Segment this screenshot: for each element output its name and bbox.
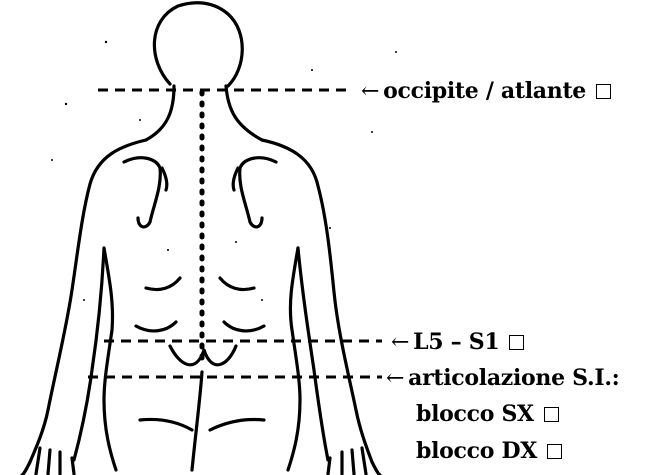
si-text: articolazione S.I.:	[408, 365, 619, 391]
l5s1-text: L5 – S1	[413, 329, 499, 355]
scapula-right-edge	[233, 168, 238, 190]
buttock-left	[140, 419, 192, 430]
right-arm-outline	[262, 140, 372, 462]
occipite-atlante-label: ←occipite / atlante	[361, 80, 611, 103]
right-arm-inner	[298, 248, 328, 460]
l5-s1-label: ←L5 – S1	[391, 331, 524, 354]
blocco-dx-checkbox[interactable]	[547, 444, 562, 459]
left-arm-inner	[74, 248, 104, 460]
occipite-checkbox[interactable]	[596, 84, 611, 99]
head-outline	[154, 3, 242, 86]
torso-right	[288, 248, 300, 470]
buttock-right	[210, 419, 264, 430]
lumbar-right	[224, 322, 264, 331]
blocco-dx-label: blocco DX	[416, 440, 562, 462]
left-arm-outline	[30, 140, 146, 462]
lumbar-left	[136, 322, 176, 331]
gluteal-cleft	[192, 372, 202, 470]
left-hand	[22, 448, 74, 475]
right-hand	[328, 448, 380, 475]
si-joint-label: ←articolazione S.I.:	[386, 367, 620, 390]
lat-left	[146, 278, 180, 290]
scapula-right	[240, 158, 276, 227]
scapula-left-edge	[162, 168, 167, 190]
torso-left	[104, 248, 116, 470]
left-arrow-icon: ←	[386, 366, 404, 391]
scapula-left	[124, 158, 160, 227]
blocco-sx-text: blocco SX	[416, 401, 534, 427]
occipite-text: occipite / atlante	[383, 78, 586, 104]
neck-right	[226, 86, 262, 140]
blocco-dx-text: blocco DX	[416, 438, 537, 464]
lat-right	[220, 278, 254, 290]
left-arrow-icon: ←	[391, 330, 409, 355]
l5s1-checkbox[interactable]	[509, 335, 524, 350]
blocco-sx-label: blocco SX	[416, 403, 559, 425]
left-arrow-icon: ←	[361, 79, 379, 104]
neck-left	[146, 86, 174, 140]
blocco-sx-checkbox[interactable]	[544, 407, 559, 422]
